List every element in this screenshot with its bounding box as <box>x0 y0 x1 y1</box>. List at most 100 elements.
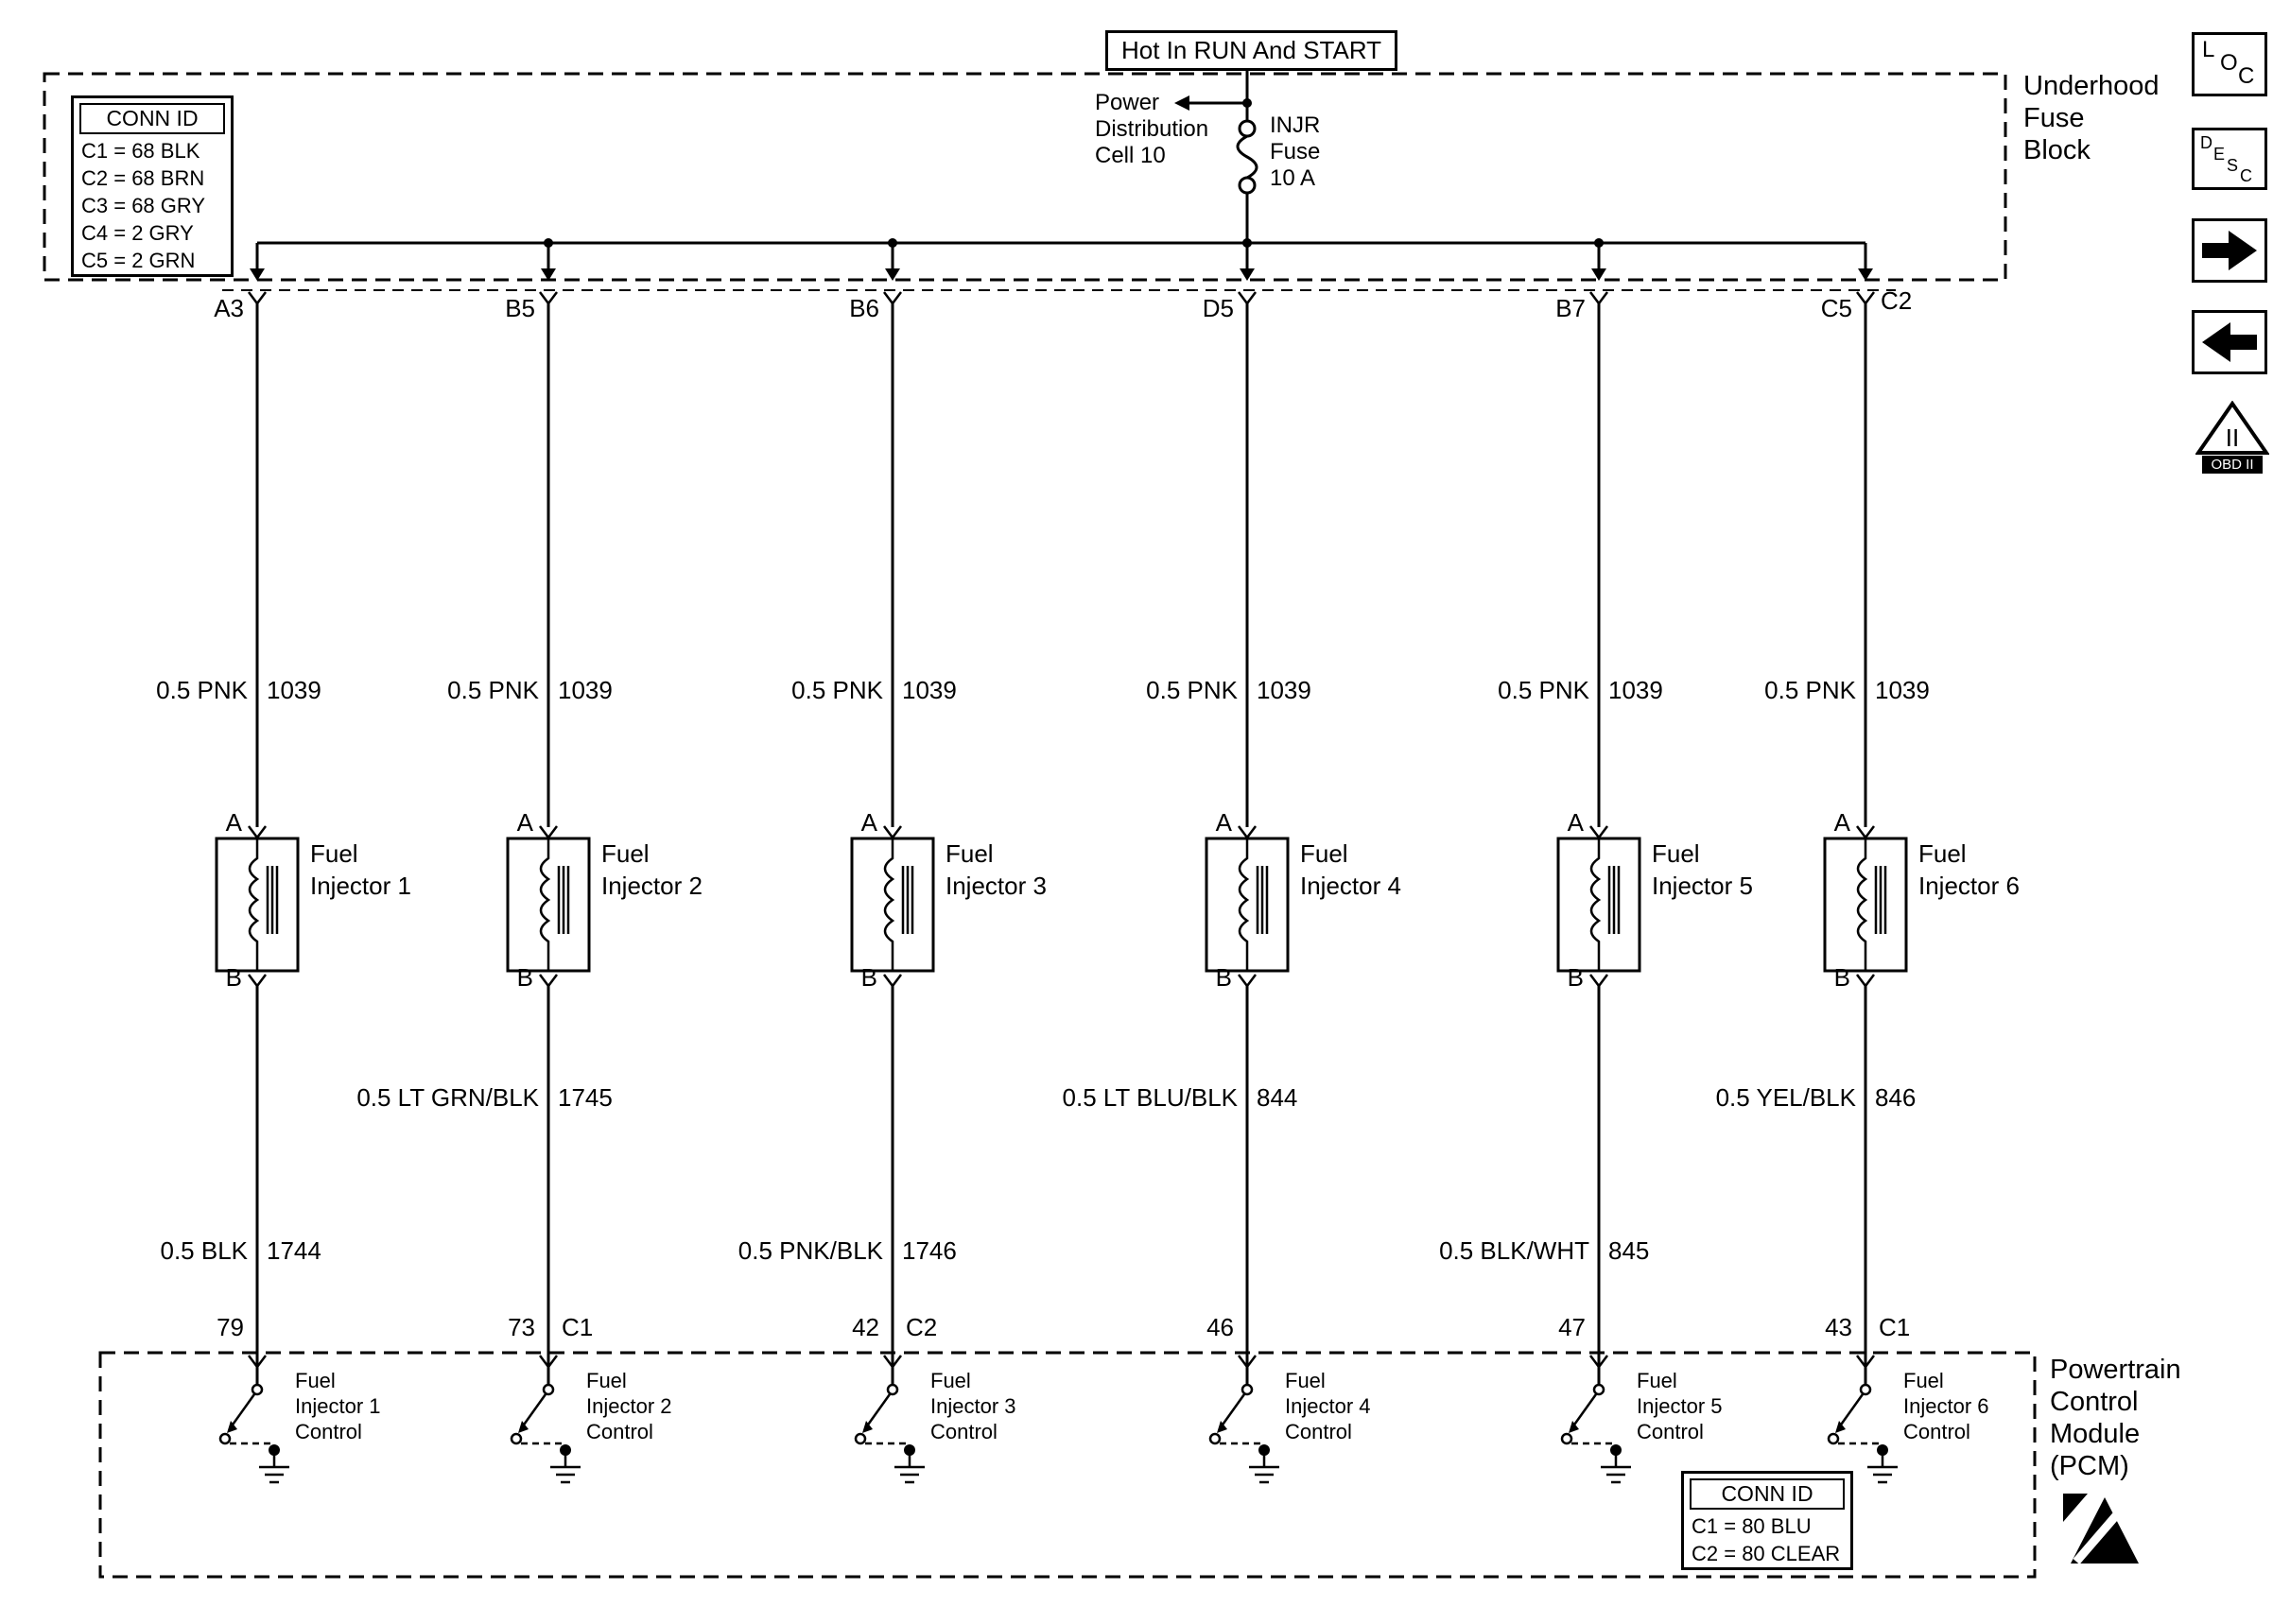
terminal-a-label: A <box>516 808 533 837</box>
injector-core-lines <box>557 866 570 934</box>
output-wire-label: 0.5 PNK/BLK <box>737 1236 883 1265</box>
conn-id-entry: C2 = 68 BRN <box>81 166 205 190</box>
pcm-name: Control <box>2050 1387 2139 1417</box>
control-label: Control <box>1637 1420 1704 1443</box>
switch-arm <box>229 1393 256 1428</box>
switch-upper-contact <box>542 1383 555 1396</box>
control-label: Fuel <box>1285 1369 1326 1392</box>
branch-4-graphics <box>1205 243 1290 1484</box>
injector-core-lines <box>901 866 914 934</box>
fuse-pin-label: C5 <box>1820 294 1852 322</box>
junction-dot <box>1242 98 1252 108</box>
pcm-outline <box>98 1351 2037 1579</box>
terminal-b-label: B <box>1567 963 1584 992</box>
conn-id-title: CONN ID <box>79 103 225 134</box>
fuse-exit-arrow-icon <box>1240 268 1255 281</box>
supply-circuit-label: 1039 <box>1608 676 1663 704</box>
fuse-pin-label: B6 <box>849 294 879 322</box>
injector-name: Injector 3 <box>946 872 1047 900</box>
desc-button[interactable]: D E S C <box>2192 128 2267 190</box>
control-label: Control <box>1285 1420 1352 1443</box>
injector-name: Fuel <box>310 839 358 868</box>
supply-wire-label: 0.5 PNK <box>156 676 248 704</box>
pcm-pin-label: 46 <box>1206 1313 1234 1341</box>
switch-arm-arrow-icon <box>1569 1421 1579 1433</box>
injector-name: Injector 4 <box>1300 872 1401 900</box>
supply-circuit-label: 1039 <box>1875 676 1930 704</box>
output-circuit-label: 1744 <box>267 1236 321 1265</box>
power-distribution-label: Cell 10 <box>1095 143 1166 168</box>
obd-triangle-icon: II <box>2195 400 2270 455</box>
power-distribution-label: Power <box>1095 90 1160 115</box>
fuse-label: 10 A <box>1270 165 1316 191</box>
pcm-name: Powertrain <box>2050 1355 2181 1385</box>
terminal-b-label: B <box>225 963 242 992</box>
fuse-block-name: Block <box>2023 135 2091 165</box>
ground-symbol-icon <box>1601 1450 1631 1484</box>
conn-id-entry: C3 = 68 GRY <box>81 194 206 217</box>
terminal-a-label: A <box>1833 808 1850 837</box>
control-label: Control <box>295 1420 362 1443</box>
control-label: Fuel <box>1637 1369 1677 1392</box>
supply-circuit-label: 1039 <box>1257 676 1311 704</box>
switch-arm <box>1837 1393 1865 1428</box>
loc-letter: C <box>2238 63 2255 89</box>
injector-name: Fuel <box>1652 839 1700 868</box>
branch-3-graphics <box>850 243 935 1484</box>
fuse-block-outline <box>43 72 2007 282</box>
fuse-exit-arrow-icon <box>1591 268 1606 281</box>
hot-in-run-start-label: Hot In RUN And START <box>1105 30 1398 71</box>
output-circuit-label: 1746 <box>902 1236 957 1265</box>
switch-arm <box>520 1393 547 1428</box>
switch-upper-contact <box>1859 1383 1872 1396</box>
control-label: Injector 1 <box>295 1394 381 1418</box>
obd-numeral: II <box>2226 423 2239 452</box>
output-wire-label: 0.5 BLK <box>160 1236 248 1265</box>
back-button[interactable] <box>2192 310 2267 374</box>
forward-button[interactable] <box>2192 218 2267 283</box>
fuse-block-conn-id-box: CONN ID C1 = 68 BLK C2 = 68 BRN C3 = 68 … <box>71 95 234 277</box>
ground-symbol-icon <box>259 1450 289 1484</box>
switch-arm-arrow-icon <box>1217 1421 1227 1433</box>
switch-lower-contact <box>1827 1432 1840 1445</box>
obd-label: OBD II <box>2202 456 2263 474</box>
loc-button[interactable]: L O C <box>2192 32 2267 96</box>
switch-lower-contact <box>1208 1432 1222 1445</box>
fuse-block-name: Underhood <box>2023 71 2160 101</box>
switch-arm <box>1570 1393 1598 1428</box>
desc-letter: E <box>2213 145 2226 164</box>
switch-upper-contact <box>1592 1383 1605 1396</box>
output-wire-label: 0.5 BLK/WHT <box>1439 1236 1589 1265</box>
pcm-name: (PCM) <box>2050 1451 2129 1481</box>
pcm-connector-label: C2 <box>906 1313 938 1341</box>
switch-arm <box>1219 1393 1246 1428</box>
supply-circuit-label: 1039 <box>558 676 613 704</box>
injector-coil <box>883 838 895 971</box>
fuse-label: Fuse <box>1270 139 1321 164</box>
branch-1-graphics <box>215 243 300 1484</box>
switch-upper-contact <box>251 1383 264 1396</box>
control-label: Injector 2 <box>586 1394 672 1418</box>
ground-symbol-icon <box>550 1450 581 1484</box>
switch-lower-contact <box>1560 1432 1573 1445</box>
supply-circuit-label: 1039 <box>267 676 321 704</box>
control-label: Control <box>1903 1420 1970 1443</box>
output-circuit-label: 1745 <box>558 1083 613 1112</box>
fuse-pin-label: D5 <box>1202 294 1234 322</box>
fuse-terminal-top <box>1238 119 1257 138</box>
output-wire-label: 0.5 LT GRN/BLK <box>356 1083 539 1112</box>
switch-arm-arrow-icon <box>227 1421 237 1433</box>
pcm-name: Module <box>2050 1419 2141 1449</box>
control-label: Control <box>930 1420 998 1443</box>
fuse-pin-label: B5 <box>505 294 535 322</box>
branch-6-graphics <box>1823 243 1908 1484</box>
conn-id-entry: C5 = 2 GRN <box>81 249 196 272</box>
fuse-element <box>1236 134 1258 180</box>
control-label: Fuel <box>930 1369 971 1392</box>
terminal-a-label: A <box>225 808 242 837</box>
switch-lower-contact <box>218 1432 232 1445</box>
fuse-block-name: Fuse <box>2023 103 2085 133</box>
pcm-pin-label: 73 <box>508 1313 535 1341</box>
terminal-a-label: A <box>1567 808 1584 837</box>
